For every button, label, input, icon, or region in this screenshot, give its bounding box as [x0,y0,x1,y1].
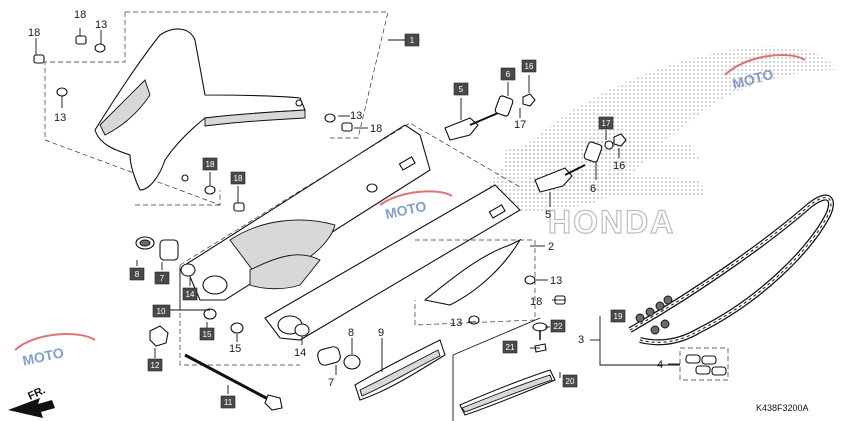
callout-number: 18 [28,27,40,39]
callout-number: 5 [545,209,551,221]
callout-number: 13 [550,275,562,287]
callout-22-box: 22 [550,319,566,333]
callout-box-number: 19 [614,312,623,321]
callout-number: 17 [514,119,526,131]
callout-number: 16 [613,160,625,172]
callout-box-number: 15 [203,330,212,339]
callout-number: 13 [54,112,66,124]
screw-22 [532,322,548,340]
callout-7-box: 7 [154,271,170,285]
collar-7 [317,346,361,370]
svg-text:MOTO: MOTO [21,344,65,368]
callout-20-box: 20 [562,374,578,388]
callout-box-number: 14 [186,290,195,299]
direction-label: FR. [26,384,47,402]
callout-number: 9 [378,327,384,339]
brand-text: HONDA [548,204,675,240]
callout-box-number: 18 [206,160,215,169]
callout-17-box: 17 [598,116,614,130]
chain-slider-20 [452,317,556,421]
callout-5-box: 5 [453,82,469,96]
swingarm [184,124,522,341]
callout-11-box: 11 [220,395,236,409]
callout-16-box: 16 [521,59,537,73]
callout-box-number: 7 [160,274,165,283]
clip-21 [534,343,547,353]
callout-box-number: 5 [459,85,464,94]
callout-14-box: 14 [182,287,198,301]
callout-number: 8 [348,327,354,339]
callout-number: 15 [229,343,241,355]
callout-6-box: 6 [500,67,516,81]
callout-box-number: 10 [157,307,166,316]
callout-19-box: 19 [610,309,626,323]
callout-number: 13 [95,19,107,31]
dust-seal-left [180,263,310,337]
callout-box-number: 1 [410,36,415,45]
callout-box-number: 16 [525,62,534,71]
chain-guard-group [44,11,405,206]
callout-number: 18 [370,123,382,135]
callout-box-number: 11 [224,398,233,407]
callout-number: 13 [450,317,462,329]
watermark-bottom-left: MOTO [14,333,96,369]
collar-left [159,239,179,261]
honda-wing-logo: HONDA [470,46,835,241]
drive-chain [628,194,834,346]
callout-number: 13 [350,110,362,122]
chain-guide-9 [354,339,446,401]
callout-box-number: 20 [566,377,575,386]
callout-number: 18 [74,9,86,21]
callout-number: 6 [590,183,596,195]
callout-15-box: 15 [199,327,215,341]
chain-adjuster-upper [444,93,536,141]
callout-number: 2 [548,241,554,253]
callout-box-number: 12 [151,361,160,370]
callout-box-number: 8 [135,270,140,279]
callout-8-box: 8 [129,267,145,281]
callout-number: 3 [578,334,584,346]
svg-text:MOTO: MOTO [384,198,428,222]
diagram-code: K438F3200A [756,403,809,413]
callout-18-box-lower: 18 [230,171,246,185]
pivot-bolt [184,353,283,411]
bearing-left [135,236,155,250]
callout-12-box: 12 [147,358,163,372]
master-link [679,347,729,381]
callout-10-box: 10 [152,304,171,318]
callout-21-box: 21 [502,340,518,354]
callout-number: 7 [328,377,334,389]
callouts: 1 5 6 16 17 18 18 8 7 14 10 15 12 11 22 … [28,9,663,409]
callout-box-number: 17 [602,119,611,128]
nut-12 [149,325,169,347]
callout-box-number: 22 [554,322,563,331]
front-direction-arrow: FR. [8,384,55,418]
callout-box-number: 18 [234,174,243,183]
callout-box-number: 21 [506,343,515,352]
callout-number: 14 [294,347,306,359]
callout-18-box-upper: 18 [202,157,218,171]
callout-box-number: 6 [506,70,511,79]
chain-adjuster-lower [534,133,627,193]
callout-1-box: 1 [404,33,420,47]
callout-number: 18 [530,296,542,308]
leader-lines [35,28,680,394]
callout-number: 4 [657,359,663,371]
